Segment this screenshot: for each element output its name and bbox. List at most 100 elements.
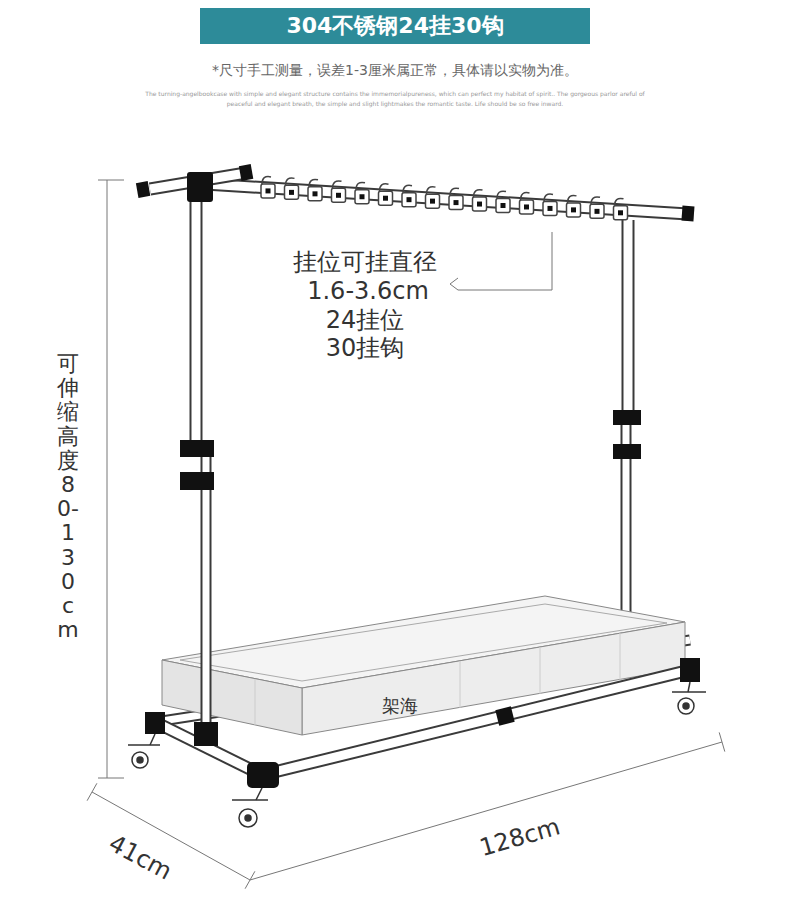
hook-part <box>308 187 322 201</box>
hook <box>520 193 534 214</box>
black-fittings-part <box>495 706 514 725</box>
hook <box>308 179 322 200</box>
dimension-label: 可伸缩高度80-130cm <box>57 352 79 642</box>
hook <box>402 185 416 206</box>
hook-part <box>496 199 510 213</box>
hook-part <box>309 179 318 186</box>
leader-line <box>450 232 552 290</box>
hook-part <box>595 209 600 214</box>
hook <box>614 198 628 219</box>
hook <box>426 187 440 208</box>
hook-part <box>360 194 365 199</box>
hook-part <box>430 199 435 204</box>
storage-box-part <box>540 647 541 694</box>
hook-part <box>313 191 318 196</box>
black-fittings-part <box>613 444 641 459</box>
hook-part <box>520 200 534 214</box>
casters-part <box>256 788 262 800</box>
leader-line-part <box>450 232 552 290</box>
black-fittings-part <box>145 712 165 734</box>
front-frame-part <box>262 670 690 775</box>
hook <box>567 196 581 217</box>
casters-part <box>688 682 690 692</box>
dimension-lines <box>87 180 725 889</box>
title-banner: 304不锈钢24挂30钩 <box>200 8 590 44</box>
dimension-label: 41cm <box>104 830 176 886</box>
dimension-lines-part <box>107 180 108 778</box>
hook-part <box>403 185 412 192</box>
black-fittings-part <box>681 206 694 222</box>
front-frame-part <box>622 220 635 420</box>
callout-text: 30挂钩 <box>326 335 405 363</box>
storage-box-part <box>162 660 302 735</box>
black-fittings-part <box>247 762 279 788</box>
tagline-text: The turning-angelbookcase with simple an… <box>135 89 655 108</box>
casters-part <box>132 752 148 768</box>
hook-part <box>615 198 624 205</box>
front-frame-part <box>155 722 262 775</box>
leader-line-part <box>450 278 458 284</box>
hook-part <box>407 197 412 202</box>
brand-label: 架海 <box>382 696 418 717</box>
storage-box-part <box>460 661 461 708</box>
hook-part <box>567 203 581 217</box>
black-fittings-part <box>680 658 700 682</box>
hook-part <box>548 206 553 211</box>
black-fittings-part <box>180 440 214 457</box>
note-text: *尺寸手工测量，误差1-3厘米属正常，具体请以实物为准。 <box>212 62 578 78</box>
hook <box>332 181 346 202</box>
hook-part <box>614 206 628 220</box>
dimension-label: 128cm <box>477 813 564 862</box>
hook <box>261 177 275 198</box>
callout-text: 24挂位 <box>326 307 405 335</box>
casters <box>128 682 706 827</box>
hook-part <box>543 201 557 215</box>
hook-part <box>477 202 482 207</box>
hook-part <box>262 177 271 184</box>
front-frame-part <box>624 220 633 420</box>
casters-part <box>683 703 689 709</box>
hook <box>379 184 393 205</box>
black-fittings-part <box>613 410 641 425</box>
hook-part <box>261 184 275 198</box>
casters-part <box>137 757 143 763</box>
front-frame <box>150 173 690 775</box>
hook <box>543 194 557 215</box>
black-fittings-part <box>194 722 218 746</box>
black-fittings-part <box>239 164 253 181</box>
callout-text: 1.6-3.6cm <box>307 278 429 306</box>
hook-part <box>568 196 577 203</box>
storage-box <box>162 596 685 735</box>
hook <box>473 190 487 211</box>
casters-part <box>232 799 268 801</box>
callout-text: 挂位可挂直径 <box>293 249 437 277</box>
hook-part <box>590 204 604 218</box>
hook-part <box>266 188 271 193</box>
hook-part <box>355 190 369 204</box>
hook <box>496 191 510 212</box>
hook-part <box>336 193 341 198</box>
dimension-lines-part <box>98 778 124 779</box>
casters-part <box>239 809 257 827</box>
black-fittings-part <box>187 172 213 202</box>
front-frame-part <box>190 192 203 452</box>
hook-part <box>450 188 459 195</box>
hook-part <box>473 197 487 211</box>
hook-part <box>402 193 416 207</box>
hook <box>449 188 463 209</box>
black-fittings <box>136 164 700 788</box>
hook-part <box>426 194 440 208</box>
hook-part <box>333 181 342 188</box>
black-fittings-part <box>180 472 214 490</box>
dimension-lines-part <box>98 180 124 181</box>
hook-part <box>380 184 389 191</box>
hook-part <box>289 190 294 195</box>
hook-part <box>332 188 346 202</box>
hook <box>355 182 369 203</box>
hook-part <box>497 191 506 198</box>
hook-part <box>286 178 295 185</box>
casters-part <box>672 691 706 693</box>
storage-box-part <box>620 633 621 680</box>
hook-part <box>449 196 463 210</box>
